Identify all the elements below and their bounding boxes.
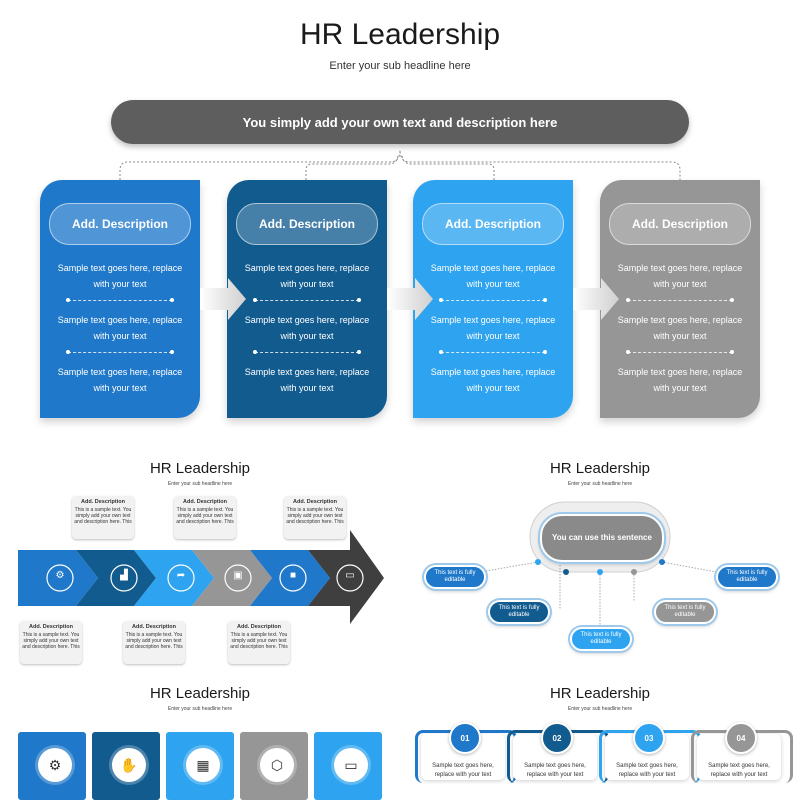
- card-4-text-3[interactable]: Sample text goes here, replace with your…: [617, 367, 743, 393]
- card-3-pill[interactable]: Add. Description: [422, 203, 564, 245]
- card-4-text-2[interactable]: Sample text goes here, replace with your…: [617, 315, 743, 341]
- arrow-right-icon: [573, 278, 619, 320]
- thumb2-center-pill[interactable]: You can use this sentence: [540, 514, 664, 562]
- gear-people-icon: ⚙: [38, 748, 72, 782]
- step-number: 04: [725, 722, 757, 754]
- search-gear-icon: ⚙: [55, 570, 65, 581]
- page-subtitle[interactable]: Enter your sub headline here: [329, 60, 471, 72]
- box-text: This is a sample text. You simply add yo…: [286, 507, 344, 525]
- thumb1-title: HR Leadership: [149, 460, 251, 477]
- card-1-pill[interactable]: Add. Description: [49, 203, 191, 245]
- card-1-text-3[interactable]: Sample text goes here, replace with your…: [57, 367, 183, 393]
- box-title: Add. Description: [292, 499, 337, 505]
- thumb2-pill-3[interactable]: This text is fully editable: [570, 627, 632, 651]
- card-3-text-1[interactable]: Sample text goes here, replace with your…: [430, 263, 556, 289]
- card-1[interactable]: Add. Description Sample text goes here, …: [40, 180, 200, 418]
- box-title: Add. Description: [182, 499, 227, 505]
- thumb4-subtitle: Enter your sub headline here: [567, 706, 633, 712]
- card-divider: [439, 350, 547, 354]
- thumb3-title: HR Leadership: [149, 685, 251, 702]
- step-number: 01: [449, 722, 481, 754]
- step-text[interactable]: Sample text goes here, replace with your…: [432, 763, 494, 778]
- step-text[interactable]: Sample text goes here, replace with your…: [524, 763, 586, 778]
- thumb2-title: HR Leadership: [549, 460, 651, 477]
- card-4[interactable]: Add. Description Sample text goes here, …: [600, 180, 760, 418]
- card-2-pill[interactable]: Add. Description: [236, 203, 378, 245]
- card-2-text-1[interactable]: Sample text goes here, replace with your…: [244, 263, 370, 289]
- video-camera-icon: ■: [289, 570, 297, 581]
- arrow-right-icon: [200, 278, 246, 320]
- dashboard-icon: ▦: [186, 748, 220, 782]
- step-number: 03: [633, 722, 665, 754]
- card-divider: [66, 298, 174, 302]
- growth-chart-icon: ▟: [120, 570, 128, 581]
- box-title: Add. Description: [131, 624, 176, 630]
- thumb2-pill-1[interactable]: This text is fully editable: [424, 565, 486, 589]
- box-text: This is a sample text. You simply add yo…: [22, 632, 80, 650]
- thumb3-tile-2[interactable]: ✋: [92, 732, 160, 800]
- card-divider: [626, 350, 734, 354]
- thumb3-tile-4[interactable]: ⬡: [240, 732, 308, 800]
- box-text: This is a sample text. You simply add yo…: [230, 632, 288, 650]
- thumb1-arrow-band: [18, 530, 384, 624]
- thumb3-tile-5[interactable]: ▭: [314, 732, 382, 800]
- arrow-right-icon: [387, 278, 433, 320]
- card-3-text-2[interactable]: Sample text goes here, replace with your…: [430, 315, 556, 341]
- card-2-text-3[interactable]: Sample text goes here, replace with your…: [244, 367, 370, 393]
- page-title: HR Leadership: [299, 18, 501, 51]
- card-1-text-1[interactable]: Sample text goes here, replace with your…: [57, 263, 183, 289]
- box-title: Add. Description: [28, 624, 73, 630]
- card-divider: [66, 350, 174, 354]
- box-text: This is a sample text. You simply add yo…: [125, 632, 183, 650]
- card-4-text-1[interactable]: Sample text goes here, replace with your…: [617, 263, 743, 289]
- card-divider: [253, 298, 361, 302]
- step-card-1[interactable]: 01 Sample text goes here, replace with y…: [415, 722, 517, 783]
- share-arrow-icon: ➦: [176, 570, 186, 581]
- card-4-pill[interactable]: Add. Description: [609, 203, 751, 245]
- connector-lines: [119, 149, 681, 180]
- top-banner[interactable]: You simply add your own text and descrip…: [111, 100, 689, 144]
- thumb3-subtitle: Enter your sub headline here: [167, 706, 233, 712]
- thumb3-tile-1[interactable]: ⚙: [18, 732, 86, 800]
- hierarchy-icon: ⬡: [260, 748, 294, 782]
- card-2[interactable]: Add. Description Sample text goes here, …: [227, 180, 387, 418]
- step-card-2[interactable]: 02 Sample text goes here, replace with y…: [507, 722, 609, 783]
- card-divider: [439, 298, 547, 302]
- step-card-4[interactable]: 04 Sample text goes here, replace with y…: [691, 722, 793, 783]
- card-divider: [626, 298, 734, 302]
- thumb4-title: HR Leadership: [549, 685, 651, 702]
- step-text[interactable]: Sample text goes here, replace with your…: [708, 763, 770, 778]
- box-text: This is a sample text. You simply add yo…: [74, 507, 132, 525]
- card-2-text-2[interactable]: Sample text goes here, replace with your…: [244, 315, 370, 341]
- step-card-3[interactable]: 03 Sample text goes here, replace with y…: [599, 722, 701, 783]
- handshake-icon: ✋: [112, 748, 146, 782]
- card-3-text-3[interactable]: Sample text goes here, replace with your…: [430, 367, 556, 393]
- card-divider: [253, 350, 361, 354]
- box-text: This is a sample text. You simply add yo…: [176, 507, 234, 525]
- thumb2-pill-4[interactable]: This text is fully editable: [654, 600, 716, 624]
- step-number: 02: [541, 722, 573, 754]
- monitor-icon: ▭: [345, 570, 355, 581]
- thumb1-subtitle: Enter your sub headline here: [167, 481, 233, 487]
- card-3[interactable]: Add. Description Sample text goes here, …: [413, 180, 573, 418]
- thumb3-tile-3[interactable]: ▦: [166, 732, 234, 800]
- thumb2-pill-5[interactable]: This text is fully editable: [716, 565, 778, 589]
- box-title: Add. Description: [236, 624, 281, 630]
- thumb2-subtitle: Enter your sub headline here: [567, 481, 633, 487]
- thumb2-pill-2[interactable]: This text is fully editable: [488, 600, 550, 624]
- card-1-text-2[interactable]: Sample text goes here, replace with your…: [57, 315, 183, 341]
- document-gear-icon: ▣: [233, 570, 243, 581]
- box-title: Add. Description: [80, 499, 125, 505]
- step-text[interactable]: Sample text goes here, replace with your…: [616, 763, 678, 778]
- presentation-icon: ▭: [334, 748, 368, 782]
